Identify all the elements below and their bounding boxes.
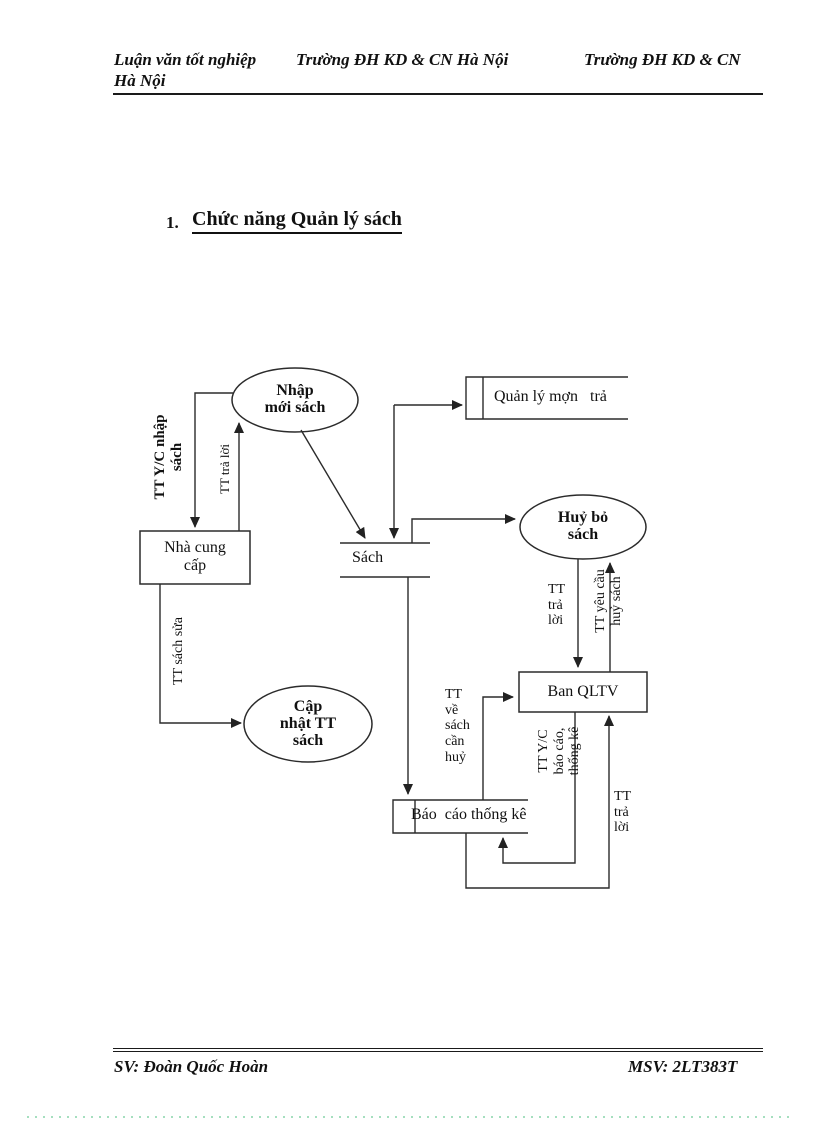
store-quan-ly-muon-tra-shape (465, 376, 628, 420)
footer-student-id: MSV: 2LT383T (628, 1057, 738, 1076)
header-doc-type: Luận văn tốt nghiệp (114, 50, 257, 69)
footer-student-name: SV: Đoàn Quốc Hoàn (114, 1057, 269, 1076)
section-number: 1. (166, 213, 179, 232)
entity-ban-qltv-label: Ban QLTV (547, 683, 619, 700)
flow-label-tt-ve-sach-can-huy: TT về sách cần huỷ (445, 687, 470, 765)
section-title: Chức năng Quản lý sách (192, 208, 402, 234)
entity-ban-qltv-shape (518, 671, 648, 713)
store-sach-label: Sách (352, 549, 384, 566)
flow-baocao-to-banqltv-top (482, 692, 514, 800)
flow-sach-to-huybo (411, 514, 516, 543)
header-rule (113, 93, 763, 95)
flow-baocao-to-banqltv-bottom (465, 715, 614, 889)
process-nhap-moi-sach-shape (231, 367, 359, 433)
bottom-dotted-separator (27, 1116, 790, 1118)
process-cap-nhat-tt-sach-label: Cập nhật TT sách (279, 698, 337, 749)
footer-rule-bottom (113, 1051, 763, 1052)
flow-label-tt-tra-loi-bottom: TT trả lời (614, 789, 632, 836)
flow-label-tt-sach-sua: TT sách sửa (171, 617, 186, 685)
footer-rule-top (113, 1048, 763, 1049)
header-university-1: Trường ĐH KD & CN Hà Nội (296, 50, 509, 69)
flow-nhapmoi-to-sach (300, 429, 366, 539)
flow-banqltv-to-baocao (498, 712, 576, 864)
process-huy-bo-sach-shape (519, 494, 647, 560)
flow-label-tt-yeu-cau-huy-sach: TT yêu cầu huỷ sách (593, 569, 624, 633)
flow-label-tt-yc-bao-cao-thong-ke: TT Y/C báo cáo, thống kê (536, 726, 583, 776)
process-huy-bo-sach-label: Huỷ bỏ sách (557, 509, 609, 543)
flow-nhacungcap-to-capnhat (159, 584, 242, 728)
process-nhap-moi-sach-label: Nhập mới sách (264, 382, 326, 416)
flow-label-tt-tra-loi-mid: TT trả lời (548, 582, 566, 629)
header-university-2: Trường ĐH KD & CN (584, 50, 741, 69)
header-line2: Hà Nội (114, 71, 166, 90)
flow-label-tt-tra-loi-top: TT trả lời (217, 444, 232, 494)
process-cap-nhat-tt-sach-shape (243, 685, 373, 763)
entity-nha-cung-cap-label: Nhà cung cấp (164, 539, 226, 575)
entity-nha-cung-cap-shape (139, 530, 251, 585)
store-bao-cao-shape (392, 799, 528, 834)
store-quan-ly-muon-tra-label: Quản lý mợn trả (494, 388, 607, 405)
flow-label-tt-yc-nhap-sach: TT Y/C nhập sách (152, 414, 185, 500)
flow-nhapmoi-to-nhacungcap (190, 392, 233, 528)
store-bao-cao-label: Báo cáo thống kê (411, 806, 527, 823)
